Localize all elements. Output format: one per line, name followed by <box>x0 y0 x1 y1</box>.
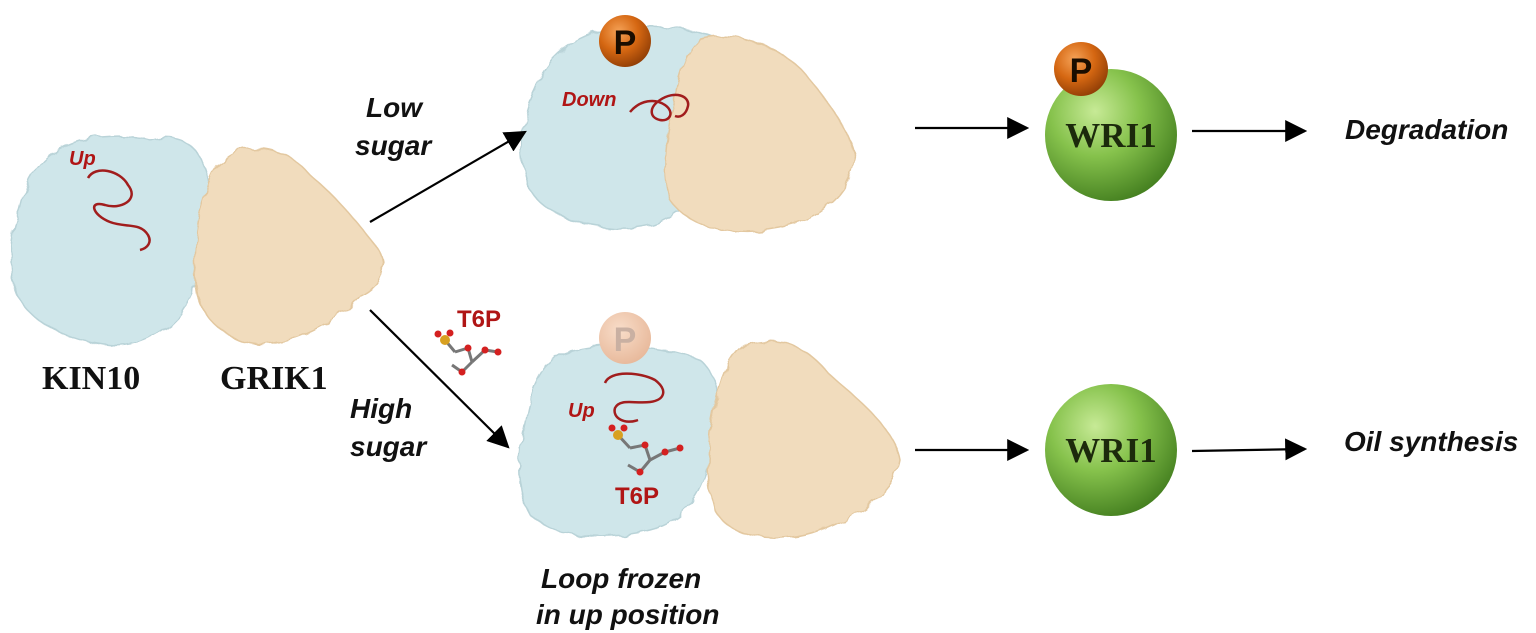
outcome-oil-synthesis: Oil synthesis <box>1344 426 1519 457</box>
phospho-symbol-faded: P <box>614 321 637 359</box>
wri1-sphere-stable: WRI1 <box>1045 384 1177 516</box>
activation-loop-high <box>603 372 665 423</box>
wri1-label-top: WRI1 <box>1065 116 1156 155</box>
kin10-structure-high <box>518 345 721 537</box>
wri1-label-bottom: WRI1 <box>1065 431 1156 470</box>
high-sugar-line2: sugar <box>350 431 427 462</box>
phospho-ball-wri1: P <box>1054 42 1108 96</box>
grik1-structure-high <box>707 340 901 539</box>
outcome-degradation: Degradation <box>1345 114 1509 145</box>
high-sugar-line1: High <box>350 393 413 424</box>
arrow-to-low-sugar <box>369 130 527 223</box>
phospho-symbol-wri1: P <box>1070 52 1093 90</box>
low-sugar-line2: sugar <box>355 130 432 161</box>
caption-line1: Loop frozen <box>541 563 702 594</box>
t6p-molecule-free <box>434 329 502 376</box>
kin10-structure-left <box>9 135 214 347</box>
grik1-label: GRIK1 <box>220 360 328 397</box>
t6p-molecule-bound <box>608 424 684 476</box>
loop-label-up-high: Up <box>568 400 595 422</box>
arrow-to-high-sugar <box>369 309 510 449</box>
phospho-ball-top: P <box>599 15 651 67</box>
activation-loop-left <box>86 169 151 252</box>
t6p-label-free: T6P <box>457 306 502 333</box>
low-sugar-line1: Low <box>366 92 422 123</box>
phospho-ball-faded: P <box>599 312 651 364</box>
wri1-sphere-phosphorylated: WRI1 <box>1045 69 1177 201</box>
loop-label-down: Down <box>562 89 617 111</box>
t6p-label-bound: T6P <box>615 483 660 510</box>
arrow-wri1-to-oil <box>1191 438 1308 461</box>
loop-label-initial: Up <box>69 148 96 170</box>
caption-line2: in up position <box>536 599 720 630</box>
grik1-structure-left <box>194 147 383 346</box>
kin10-label: KIN10 <box>42 360 141 397</box>
grik1-structure-low <box>664 35 856 232</box>
activation-loop-low <box>629 93 690 122</box>
phospho-symbol-top: P <box>614 24 637 62</box>
